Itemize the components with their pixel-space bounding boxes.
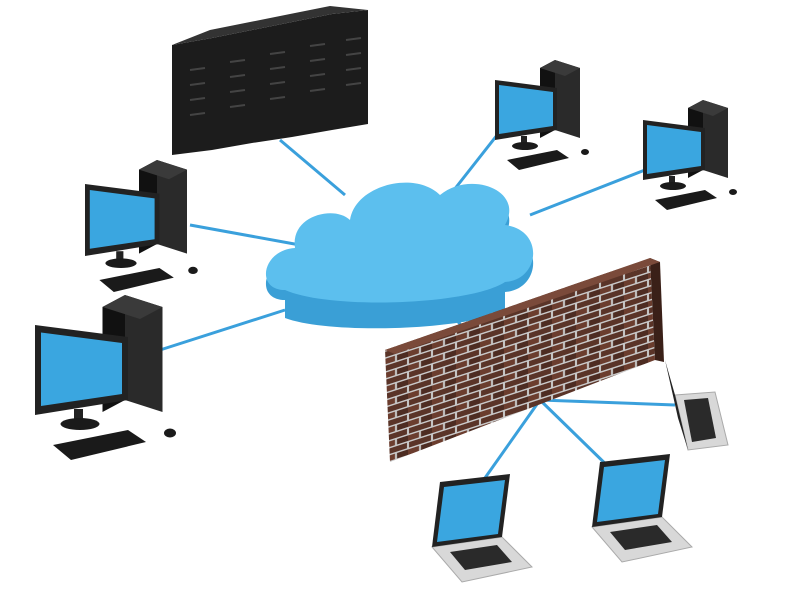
- server-rack-icon: [172, 6, 368, 155]
- firewall-brick-wall-icon: [385, 258, 664, 462]
- desktop-computer-icon: [35, 295, 176, 460]
- laptop-icon: [431, 473, 533, 583]
- desktop-computer-icon: [643, 100, 737, 210]
- desktop-computer-icon: [495, 60, 589, 170]
- laptop-icon: [591, 453, 693, 563]
- desktop-computer-icon: [85, 160, 198, 292]
- cloud-icon: [265, 182, 534, 329]
- laptop-icon: [665, 360, 729, 451]
